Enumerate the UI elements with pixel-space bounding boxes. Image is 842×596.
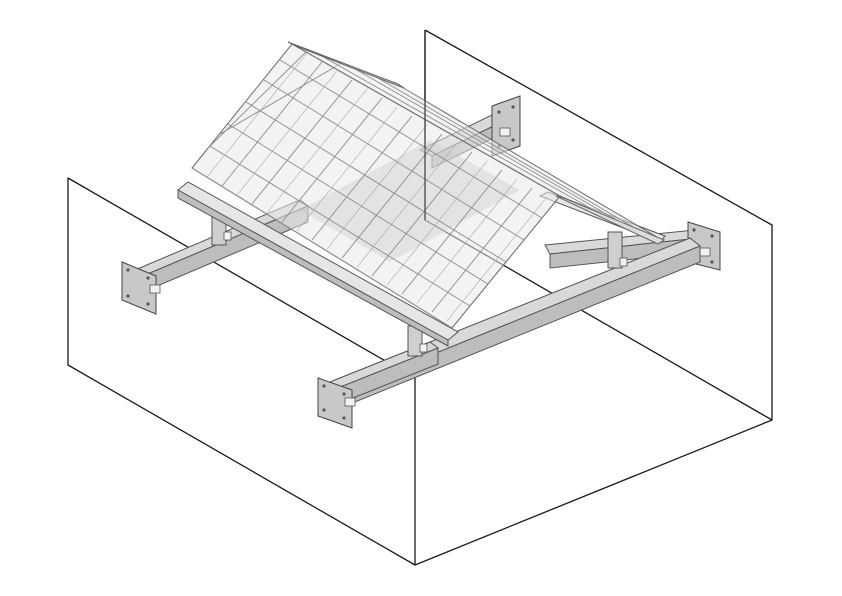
- support-posts: [211, 214, 628, 357]
- front-wall-box: [67, 177, 773, 566]
- front-rail: [177, 181, 459, 347]
- ridge-cap: [287, 41, 666, 245]
